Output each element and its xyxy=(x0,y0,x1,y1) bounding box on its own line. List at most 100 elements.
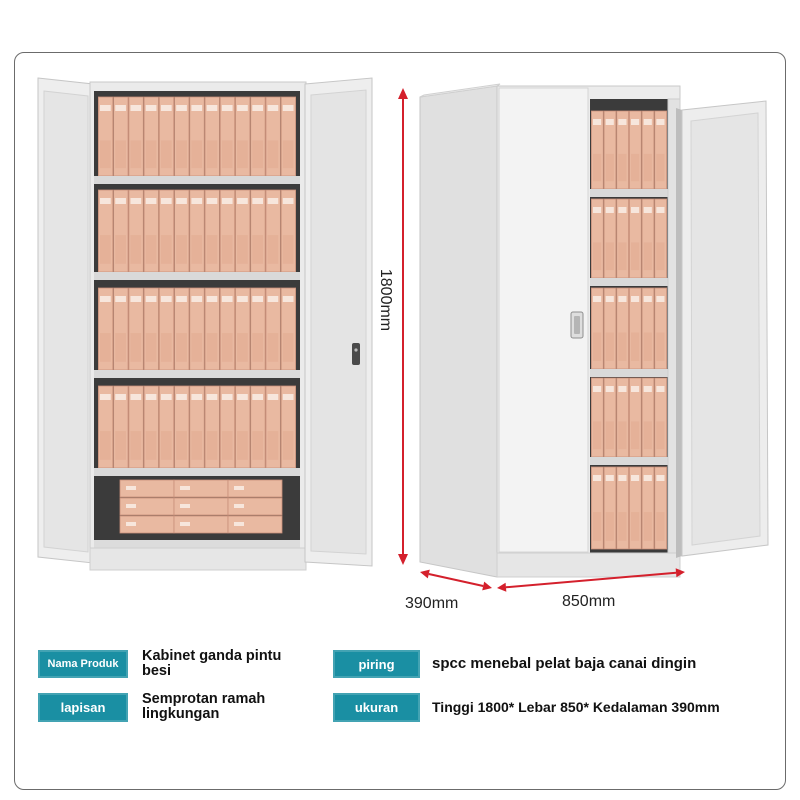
binder-label xyxy=(631,386,640,392)
binder-label xyxy=(605,207,614,213)
binder-lower-panel xyxy=(593,242,602,271)
binder-label xyxy=(267,394,279,400)
binder-label xyxy=(130,198,142,204)
binder-lower-panel xyxy=(130,431,142,460)
shelf-board xyxy=(94,468,300,476)
spec-label-size: ukuran xyxy=(333,693,420,722)
binder-lower-panel xyxy=(267,140,279,169)
shelf-board xyxy=(590,369,668,377)
binder-lower-panel xyxy=(160,431,172,460)
binder-label xyxy=(100,198,111,204)
binder-label xyxy=(282,394,294,400)
binder-lower-panel xyxy=(267,235,279,264)
arrow-down-icon xyxy=(398,554,408,565)
binder-lower-panel xyxy=(631,332,640,361)
binder-lower-panel xyxy=(221,333,233,362)
binder-label xyxy=(115,394,126,400)
stacked-box-label xyxy=(234,522,244,526)
binder-lower-panel xyxy=(252,333,264,362)
depth-dimension-label: 390mm xyxy=(405,595,458,612)
binder-label xyxy=(221,105,233,111)
binder-label xyxy=(605,119,614,125)
binder-lower-panel xyxy=(115,140,126,169)
binder-label xyxy=(100,296,111,302)
binder-label xyxy=(145,296,157,302)
binder-label xyxy=(643,296,652,302)
binder-label xyxy=(191,105,203,111)
binder-label xyxy=(631,296,640,302)
spec-label-product-name: Nama Produk xyxy=(38,650,128,678)
binder-lower-panel xyxy=(160,140,172,169)
binder-label xyxy=(593,119,602,125)
binder-lower-panel xyxy=(593,332,602,361)
binder-label xyxy=(206,394,218,400)
binder-label xyxy=(237,394,248,400)
shelf-board xyxy=(94,370,300,378)
binder-lower-panel xyxy=(206,333,218,362)
binder-lower-panel xyxy=(145,431,157,460)
binder-lower-panel xyxy=(593,153,602,182)
binder-lower-panel xyxy=(100,140,111,169)
binder-label xyxy=(605,296,614,302)
stacked-box-label xyxy=(234,486,244,490)
binder-label xyxy=(237,296,248,302)
binder-lower-panel xyxy=(206,431,218,460)
binder-lower-panel xyxy=(656,512,665,541)
binder-lower-panel xyxy=(605,421,614,450)
binder-lower-panel xyxy=(191,333,203,362)
binder-label xyxy=(252,296,264,302)
depth-dimension-line xyxy=(428,573,484,587)
front-binder-rows xyxy=(98,96,296,534)
binder-lower-panel xyxy=(115,333,126,362)
binder-label xyxy=(160,105,172,111)
binder-lower-panel xyxy=(221,140,233,169)
binder-label xyxy=(252,198,264,204)
binder-label xyxy=(160,198,172,204)
binder-label xyxy=(115,296,126,302)
width-dimension-label: 850mm xyxy=(562,593,615,610)
binder-label xyxy=(618,475,627,481)
perspective-view-cabinet xyxy=(419,83,769,578)
binder-box xyxy=(629,466,642,550)
binder-label xyxy=(100,394,111,400)
binder-label xyxy=(160,394,172,400)
binder-lower-panel xyxy=(115,235,126,264)
binder-label xyxy=(160,296,172,302)
binder-lower-panel xyxy=(176,235,187,264)
binder-lower-panel xyxy=(191,431,203,460)
stacked-box-label xyxy=(180,486,190,490)
binder-label xyxy=(656,119,665,125)
binder-lower-panel xyxy=(643,332,652,361)
binder-label xyxy=(618,296,627,302)
arrow-left-icon xyxy=(420,569,430,579)
binder-lower-panel xyxy=(618,242,627,271)
binder-label xyxy=(618,386,627,392)
binder-label xyxy=(130,296,142,302)
binder-label xyxy=(282,105,294,111)
binder-label xyxy=(267,105,279,111)
arrow-left-icon xyxy=(497,582,507,592)
binder-label xyxy=(643,475,652,481)
binder-label xyxy=(145,394,157,400)
binder-label xyxy=(130,105,142,111)
binder-lower-panel xyxy=(191,140,203,169)
binder-lower-panel xyxy=(618,512,627,541)
binder-lower-panel xyxy=(656,153,665,182)
binder-label xyxy=(605,475,614,481)
binder-lower-panel xyxy=(631,421,640,450)
binder-lower-panel xyxy=(605,332,614,361)
binder-label xyxy=(221,296,233,302)
binder-box xyxy=(654,466,668,550)
binder-label xyxy=(656,386,665,392)
stacked-box-label xyxy=(234,504,244,508)
binder-lower-panel xyxy=(282,140,294,169)
binder-label xyxy=(237,105,248,111)
binder-lower-panel xyxy=(282,235,294,264)
binder-lower-panel xyxy=(282,431,294,460)
binder-lower-panel xyxy=(115,431,126,460)
binder-lower-panel xyxy=(237,235,248,264)
binder-label xyxy=(267,296,279,302)
stacked-box xyxy=(227,479,283,498)
content-frame xyxy=(14,52,786,790)
binder-lower-panel xyxy=(100,333,111,362)
